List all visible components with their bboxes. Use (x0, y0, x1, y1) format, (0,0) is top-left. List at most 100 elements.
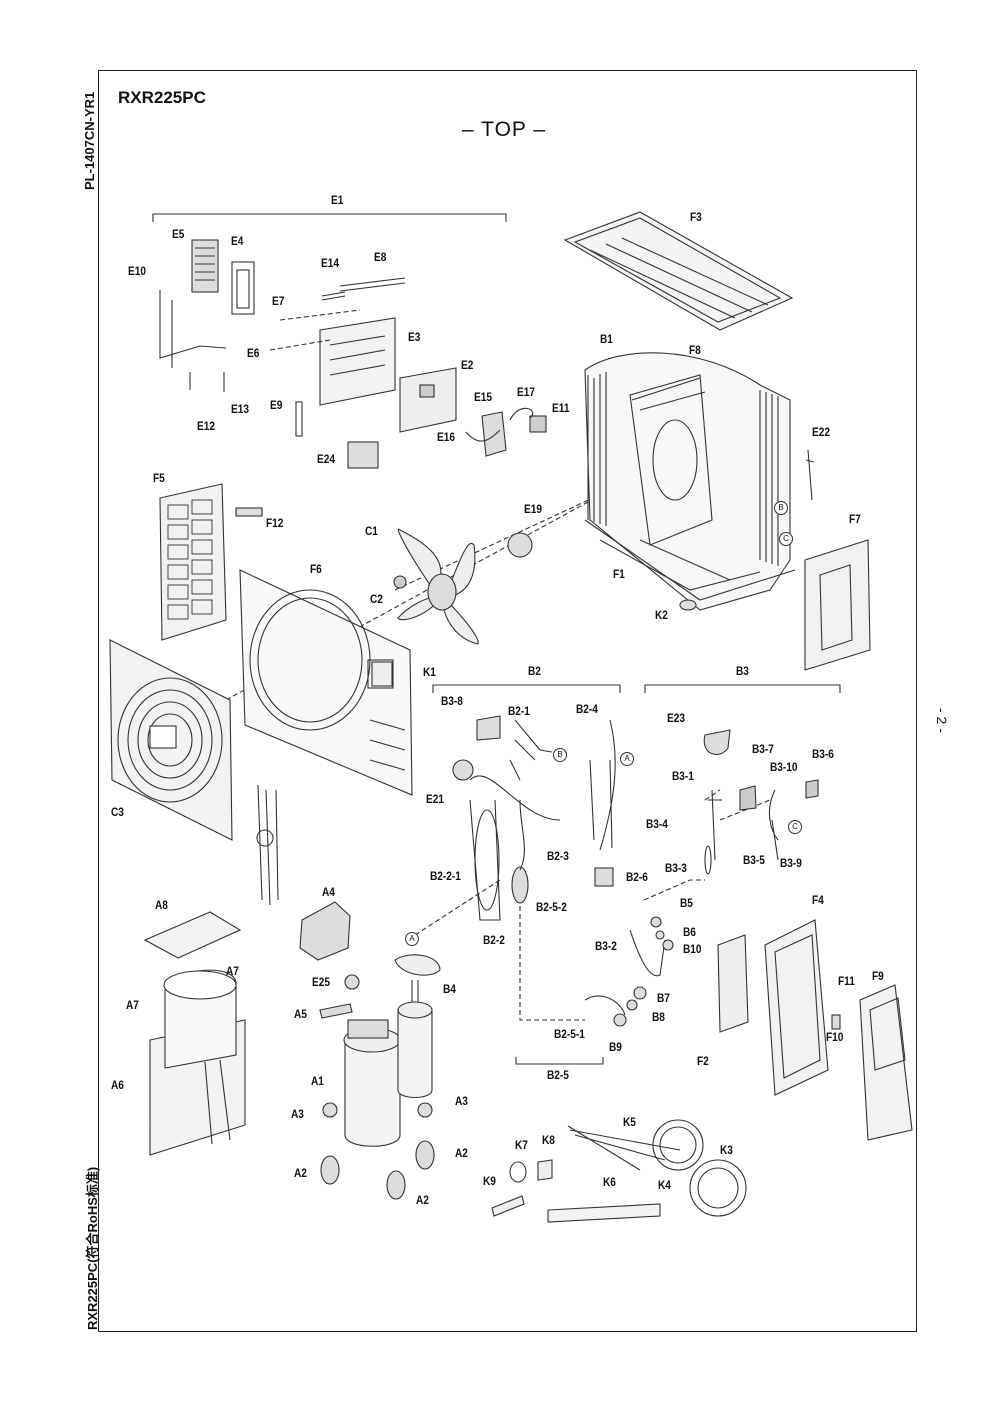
part-label: C2 (370, 594, 383, 606)
part-label: E22 (812, 427, 831, 439)
part-label: F3 (690, 212, 702, 224)
part-label: F11 (838, 976, 855, 988)
part-label: B7 (657, 993, 670, 1005)
part-label: B9 (609, 1042, 622, 1054)
group-label: E1 (331, 195, 344, 207)
part-k2 (679, 599, 697, 611)
part-label: K9 (483, 1176, 496, 1188)
part-label: B3-7 (752, 744, 774, 756)
part-label: B2-6 (626, 872, 648, 884)
group-bracket-b3 (644, 684, 841, 693)
part-label: A2 (416, 1195, 429, 1207)
part-label: B2-5-1 (554, 1029, 585, 1041)
part-label: A2 (294, 1168, 307, 1180)
part-label: B3-1 (672, 771, 694, 783)
part-label: B4 (443, 984, 456, 996)
part-label: E21 (426, 794, 445, 806)
fan-c1 (393, 528, 533, 645)
marker-c: C (779, 532, 793, 546)
group-label: B3 (736, 666, 749, 678)
group-label: B2 (528, 666, 541, 678)
group-label: B2-5 (547, 1070, 569, 1082)
part-label: A1 (311, 1076, 324, 1088)
part-label: B3-9 (780, 858, 802, 870)
part-label: B1 (600, 334, 613, 346)
part-label: F12 (266, 518, 284, 530)
marker-b: B (553, 748, 567, 762)
marker-a: A (405, 932, 419, 946)
part-label: E17 (517, 387, 536, 399)
marker-b: B (774, 501, 788, 515)
part-label: A5 (294, 1009, 307, 1021)
part-e25 (344, 974, 360, 990)
part-label: K5 (623, 1117, 636, 1129)
part-label: E13 (231, 404, 250, 416)
accessories-k (491, 1119, 747, 1223)
part-label: E19 (524, 504, 543, 516)
part-label: B5 (680, 898, 693, 910)
insulation-a8 (143, 911, 242, 959)
part-label: A7 (126, 1000, 139, 1012)
part-label: B3-2 (595, 941, 617, 953)
part-label: F5 (153, 473, 165, 485)
part-label: K3 (720, 1145, 733, 1157)
part-label: K4 (658, 1180, 671, 1192)
part-label: B3-4 (646, 819, 668, 831)
part-label: K8 (542, 1135, 555, 1147)
top-panel-f3 (563, 211, 794, 331)
part-label: B3-8 (441, 696, 463, 708)
group-bracket-b2-5 (515, 1057, 604, 1065)
group-bracket-e1 (152, 213, 507, 222)
drawing-frame (98, 70, 917, 1332)
part-label: K6 (603, 1177, 616, 1189)
part-label: E9 (270, 400, 283, 412)
part-label: E11 (552, 403, 570, 415)
part-label: E12 (197, 421, 216, 433)
part-label: B2-2 (483, 935, 505, 947)
part-label: B2-4 (576, 704, 598, 716)
part-label: F1 (613, 569, 625, 581)
electrical-parts-cluster (159, 239, 547, 469)
part-label: A2 (455, 1148, 468, 1160)
part-label: F4 (812, 895, 824, 907)
part-label: K2 (655, 610, 668, 622)
part-label: E2 (461, 360, 474, 372)
fan-guard-c3 (109, 639, 233, 841)
part-label: B10 (683, 944, 702, 956)
part-label: E4 (231, 236, 244, 248)
part-label: B8 (652, 1012, 665, 1024)
part-label: F8 (689, 345, 701, 357)
part-label: E24 (317, 454, 336, 466)
part-label: B3-6 (812, 749, 834, 761)
part-label: F2 (697, 1056, 709, 1068)
part-label: K7 (515, 1140, 528, 1152)
part-label: B3-5 (743, 855, 765, 867)
part-label: B2-5-2 (536, 902, 567, 914)
part-label: E16 (437, 432, 456, 444)
rubber-mounts-a2-a3 (320, 1102, 435, 1200)
part-label: F6 (310, 564, 322, 576)
part-label: F7 (849, 514, 861, 526)
sound-blanket-a6-a7 (149, 969, 246, 1156)
part-f10 (831, 1014, 841, 1030)
condenser-coil-b1 (584, 352, 796, 611)
sensor-e22 (805, 449, 815, 501)
part-label: C1 (365, 526, 378, 538)
part-label: A4 (322, 887, 335, 899)
part-label: E3 (408, 332, 421, 344)
part-label: E10 (128, 266, 147, 278)
model-title: RXR225PC (118, 88, 206, 107)
compressor-a1 (343, 954, 441, 1147)
part-label: A8 (155, 900, 168, 912)
part-label: E15 (474, 392, 493, 404)
part-label: F10 (826, 1032, 844, 1044)
part-label: A3 (291, 1109, 304, 1121)
part-label: E7 (272, 296, 285, 308)
part-a5 (319, 1003, 353, 1019)
piping-b2 (452, 715, 616, 921)
cover-a4 (299, 901, 351, 961)
label-k1 (371, 661, 393, 687)
part-label: B2-3 (547, 851, 569, 863)
side-grille-f5 (159, 483, 227, 641)
marker-a: A (620, 752, 634, 766)
